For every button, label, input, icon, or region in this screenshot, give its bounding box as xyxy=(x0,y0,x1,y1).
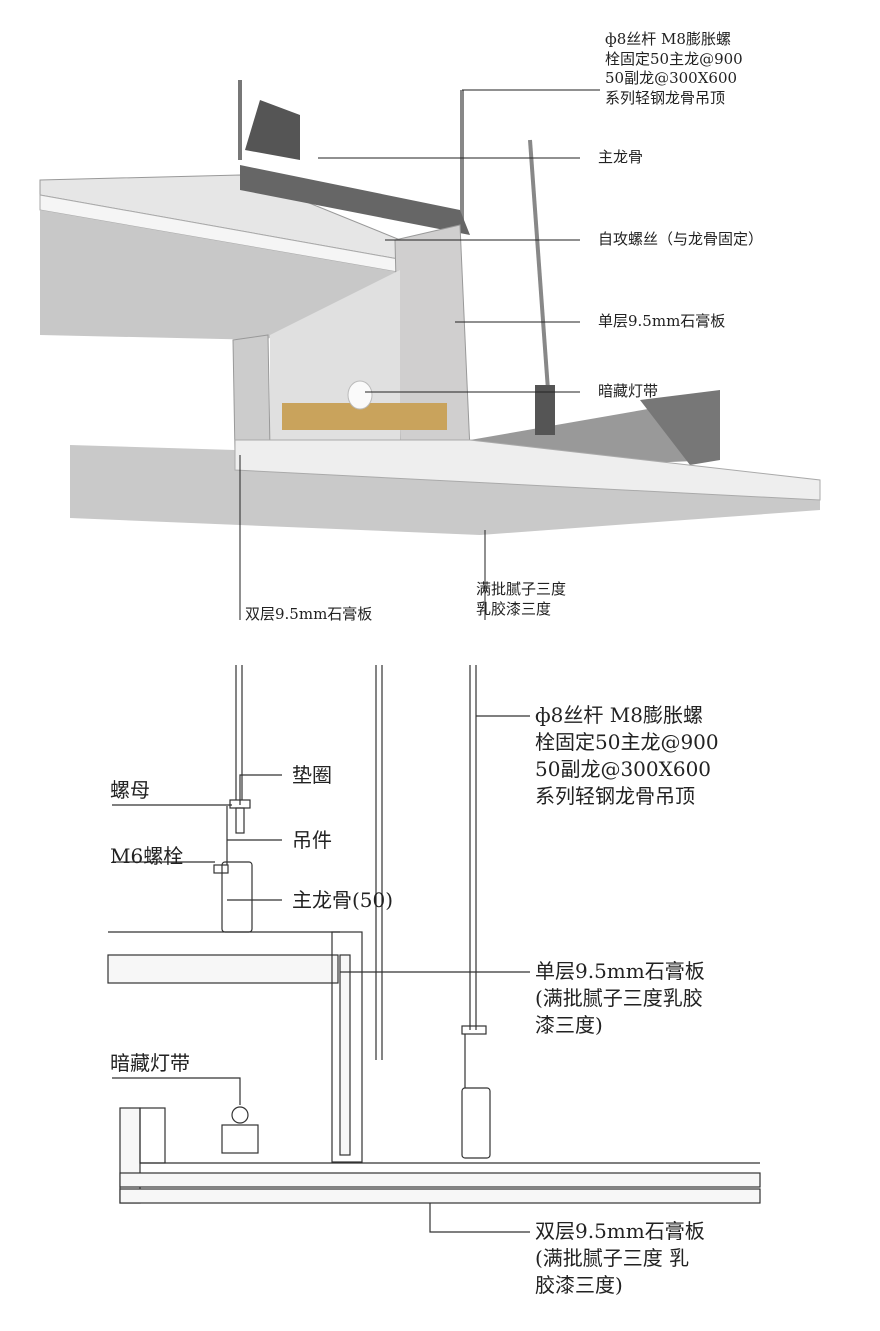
spec-line: ф8丝杆 M8膨胀螺 xyxy=(605,30,731,48)
top-single-board-label: 单层9.5mm石膏板 xyxy=(598,312,726,330)
top-screw-label: 自攻螺丝（与龙骨固定） xyxy=(598,230,764,248)
board-line: (满批腻子三度 乳 xyxy=(535,1246,690,1270)
hanger-label: 吊件 xyxy=(292,828,332,852)
spec-line: 系列轻钢龙骨吊顶 xyxy=(605,88,726,107)
top-main-keel-label: 主龙骨 xyxy=(598,148,644,166)
nut-label: 螺母 xyxy=(110,778,150,802)
top-finish-label: 满批腻子三度乳胶漆三度 xyxy=(476,580,566,619)
3d-illustration xyxy=(39,80,821,535)
spec-line: 50副龙@300X600 xyxy=(535,757,712,781)
bottom-single-board-label: 单层9.5mm石膏板 (满批腻子三度乳胶漆三度) xyxy=(535,958,705,1039)
finish-line: 乳胶漆三度 xyxy=(476,599,552,618)
board-line: (满批腻子三度乳胶 xyxy=(535,986,703,1010)
board-line: 胶漆三度) xyxy=(535,1273,623,1297)
spec-line: ф8丝杆 M8膨胀螺 xyxy=(535,703,703,727)
spec-line: 栓固定50主龙@900 xyxy=(535,730,719,754)
spec-line: 50副龙@300X600 xyxy=(605,69,738,87)
spec-line: 栓固定50主龙@900 xyxy=(605,49,743,68)
spec-line: 系列轻钢龙骨吊顶 xyxy=(535,784,695,808)
board-line: 单层9.5mm石膏板 xyxy=(535,959,705,983)
finish-line: 满批腻子三度 xyxy=(476,580,567,598)
top-light-strip-label: 暗藏灯带 xyxy=(598,382,659,400)
board-line: 双层9.5mm石膏板 xyxy=(535,1219,705,1243)
board-line: 漆三度) xyxy=(535,1013,603,1037)
bolt-label: M6螺栓 xyxy=(110,844,184,868)
section-drawing xyxy=(107,665,761,1233)
top-double-board-label: 双层9.5mm石膏板 xyxy=(245,605,373,623)
bottom-spec-label: ф8丝杆 M8膨胀螺栓固定50主龙@900 50副龙@300X600 系列轻钢龙骨吊… xyxy=(535,702,719,810)
washer-label: 垫圈 xyxy=(292,763,332,787)
leader-lines xyxy=(239,89,600,620)
main-keel-label: 主龙骨(50) xyxy=(292,888,394,912)
bottom-light-strip-label: 暗藏灯带 xyxy=(110,1051,190,1075)
bottom-double-board-label: 双层9.5mm石膏板 (满批腻子三度 乳胶漆三度) xyxy=(535,1218,705,1299)
